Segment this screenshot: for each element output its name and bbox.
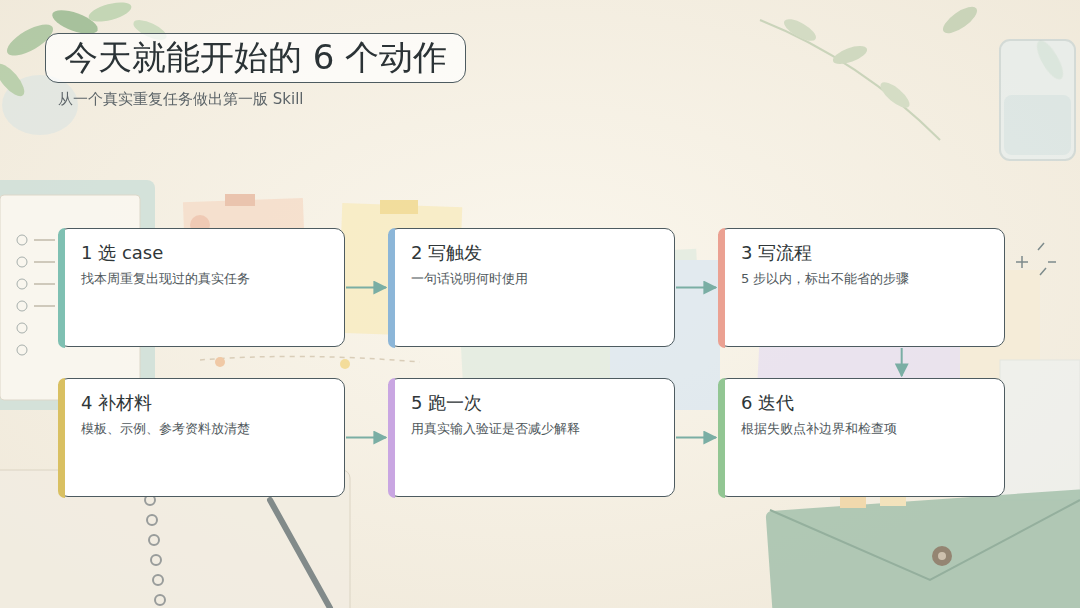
step-card: 2 写触发一句话说明何时使用 xyxy=(388,228,675,347)
accent-bar xyxy=(388,378,395,498)
subtitle: 从一个真实重复任务做出第一版 Skill xyxy=(58,90,303,109)
step-heading: 3 写流程 xyxy=(741,241,990,265)
step-description: 找本周重复出现过的真实任务 xyxy=(81,270,330,288)
accent-bar xyxy=(388,228,395,348)
step-description: 一句话说明何时使用 xyxy=(411,270,660,288)
accent-bar xyxy=(58,228,65,348)
step-card: 1 选 case 找本周重复出现过的真实任务 xyxy=(58,228,345,347)
step-card: 6 迭代根据失败点补边界和检查项 xyxy=(718,378,1005,497)
accent-bar xyxy=(58,378,65,498)
flow-arrow xyxy=(901,348,903,376)
accent-bar xyxy=(718,378,725,498)
flow-arrow xyxy=(676,437,716,439)
step-description: 根据失败点补边界和检查项 xyxy=(741,420,990,438)
step-heading: 5 跑一次 xyxy=(411,391,660,415)
step-card: 5 跑一次用真实输入验证是否减少解释 xyxy=(388,378,675,497)
step-description: 用真实输入验证是否减少解释 xyxy=(411,420,660,438)
step-card: 3 写流程 5 步以内，标出不能省的步骤 xyxy=(718,228,1005,347)
step-description: 模板、示例、参考资料放清楚 xyxy=(81,420,330,438)
flow-arrow xyxy=(676,287,716,289)
step-heading: 2 写触发 xyxy=(411,241,660,265)
flow-arrow xyxy=(346,287,386,289)
slide-title: 今天就能开始的 6 个动作 xyxy=(45,33,466,83)
step-description: 5 步以内，标出不能省的步骤 xyxy=(741,270,990,288)
step-heading: 6 迭代 xyxy=(741,391,990,415)
step-heading: 4 补材料 xyxy=(81,391,330,415)
step-heading: 1 选 case xyxy=(81,241,330,265)
flow-arrow xyxy=(346,437,386,439)
accent-bar xyxy=(718,228,725,348)
step-card: 4 补材料模板、示例、参考资料放清楚 xyxy=(58,378,345,497)
